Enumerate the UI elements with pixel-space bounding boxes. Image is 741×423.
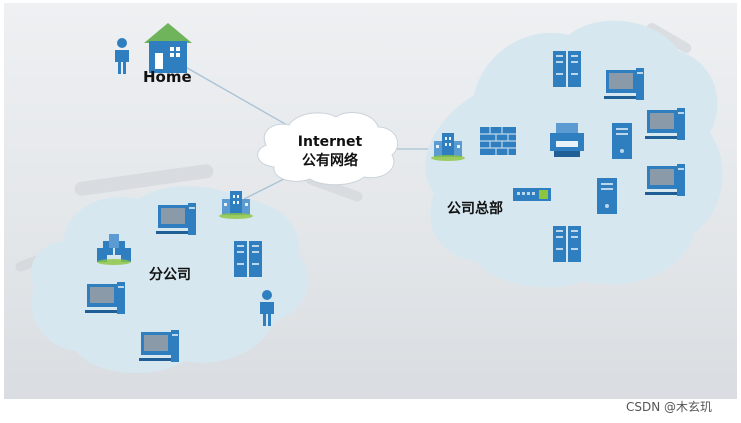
switch-icon — [513, 188, 551, 201]
branch-label: 分公司 — [149, 267, 191, 283]
network-diagram: Home Internet 公有网络 公司总部 分公司 — [4, 3, 737, 399]
diagram-graphics — [15, 20, 723, 374]
tower-server-icon — [597, 178, 617, 214]
firewall-icon — [480, 127, 516, 155]
link-home-internet — [181, 64, 295, 130]
person-icon — [115, 38, 129, 74]
internet-label-line1: Internet — [297, 134, 363, 150]
branch-cloud — [30, 186, 309, 374]
headquarters-label: 公司总部 — [447, 201, 503, 217]
internet-label-line2: 公有网络 — [302, 153, 358, 169]
watermark-credit: CSDN @木玄玑 — [626, 400, 713, 414]
internet-label: Internet 公有网络 — [292, 133, 368, 171]
tower-server-icon — [612, 123, 632, 159]
printer-icon — [550, 123, 584, 157]
internet-cloud — [257, 112, 399, 186]
server-cluster-icon — [97, 234, 131, 265]
house-icon — [144, 23, 192, 73]
home-label: Home — [143, 68, 192, 86]
